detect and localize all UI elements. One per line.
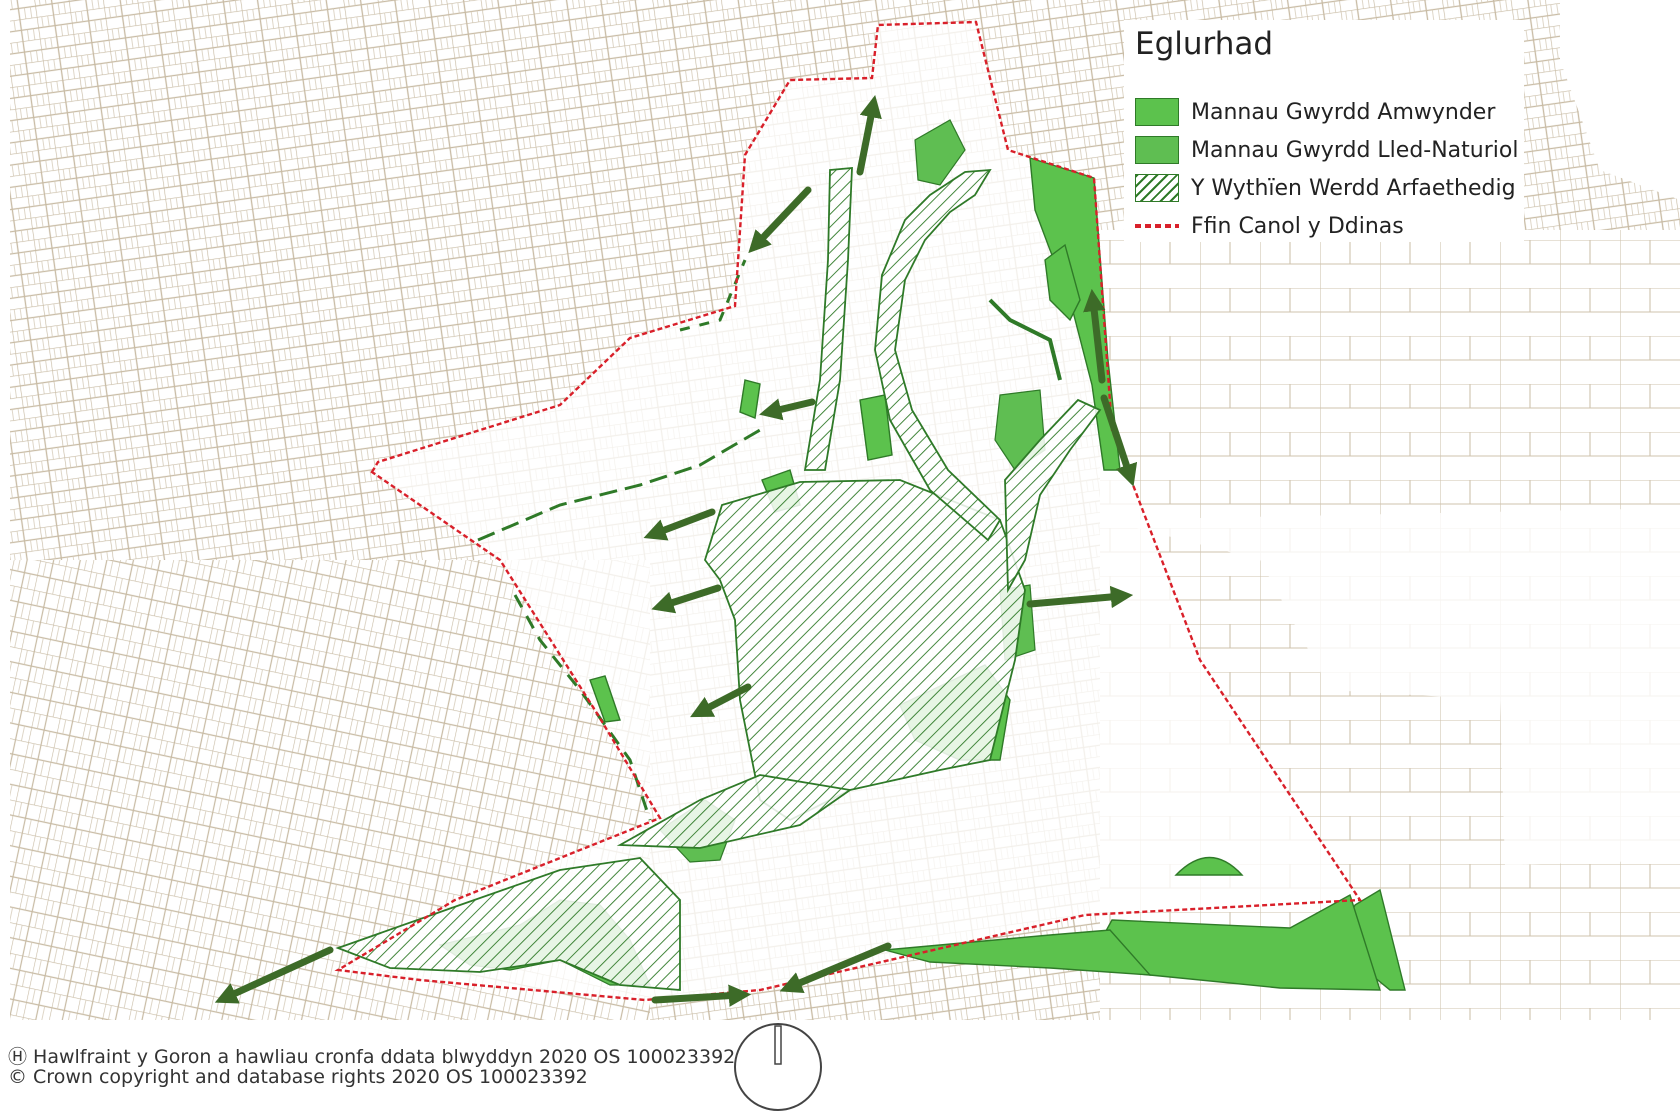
- legend-title: Eglurhad: [1135, 26, 1274, 62]
- hatched-green-swatch-icon: [1135, 174, 1179, 202]
- map-legend: Eglurhad Mannau Gwyrdd Amwynder Mannau G…: [1124, 20, 1524, 242]
- copyright-english: © Crown copyright and database rights 20…: [8, 1066, 588, 1088]
- red-dashed-line-icon: [1135, 224, 1179, 228]
- legend-label: Mannau Gwyrdd Lled-Naturiol: [1191, 137, 1519, 163]
- semi-natural-green-swatch-icon: [1135, 136, 1179, 164]
- legend-item-semi-natural-green: Mannau Gwyrdd Lled-Naturiol: [1135, 134, 1518, 166]
- amenity-green-swatch-icon: [1135, 98, 1179, 126]
- legend-item-green-corridor: Y Wythïen Werdd Arfaethedig: [1135, 172, 1516, 204]
- north-arrow-icon: [734, 1023, 822, 1111]
- copyright-welsh: Ⓗ Hawlfraint y Goron a hawliau cronfa dd…: [8, 1046, 736, 1068]
- legend-label: Ffin Canol y Ddinas: [1191, 213, 1404, 239]
- legend-item-amenity-green: Mannau Gwyrdd Amwynder: [1135, 96, 1495, 128]
- proposed-green-corridor: [335, 167, 1102, 991]
- legend-item-boundary: Ffin Canol y Ddinas: [1135, 210, 1404, 242]
- legend-label: Mannau Gwyrdd Amwynder: [1191, 99, 1496, 125]
- green-arrow-icon: [214, 95, 1138, 1007]
- legend-label: Y Wythïen Werdd Arfaethedig: [1191, 175, 1516, 201]
